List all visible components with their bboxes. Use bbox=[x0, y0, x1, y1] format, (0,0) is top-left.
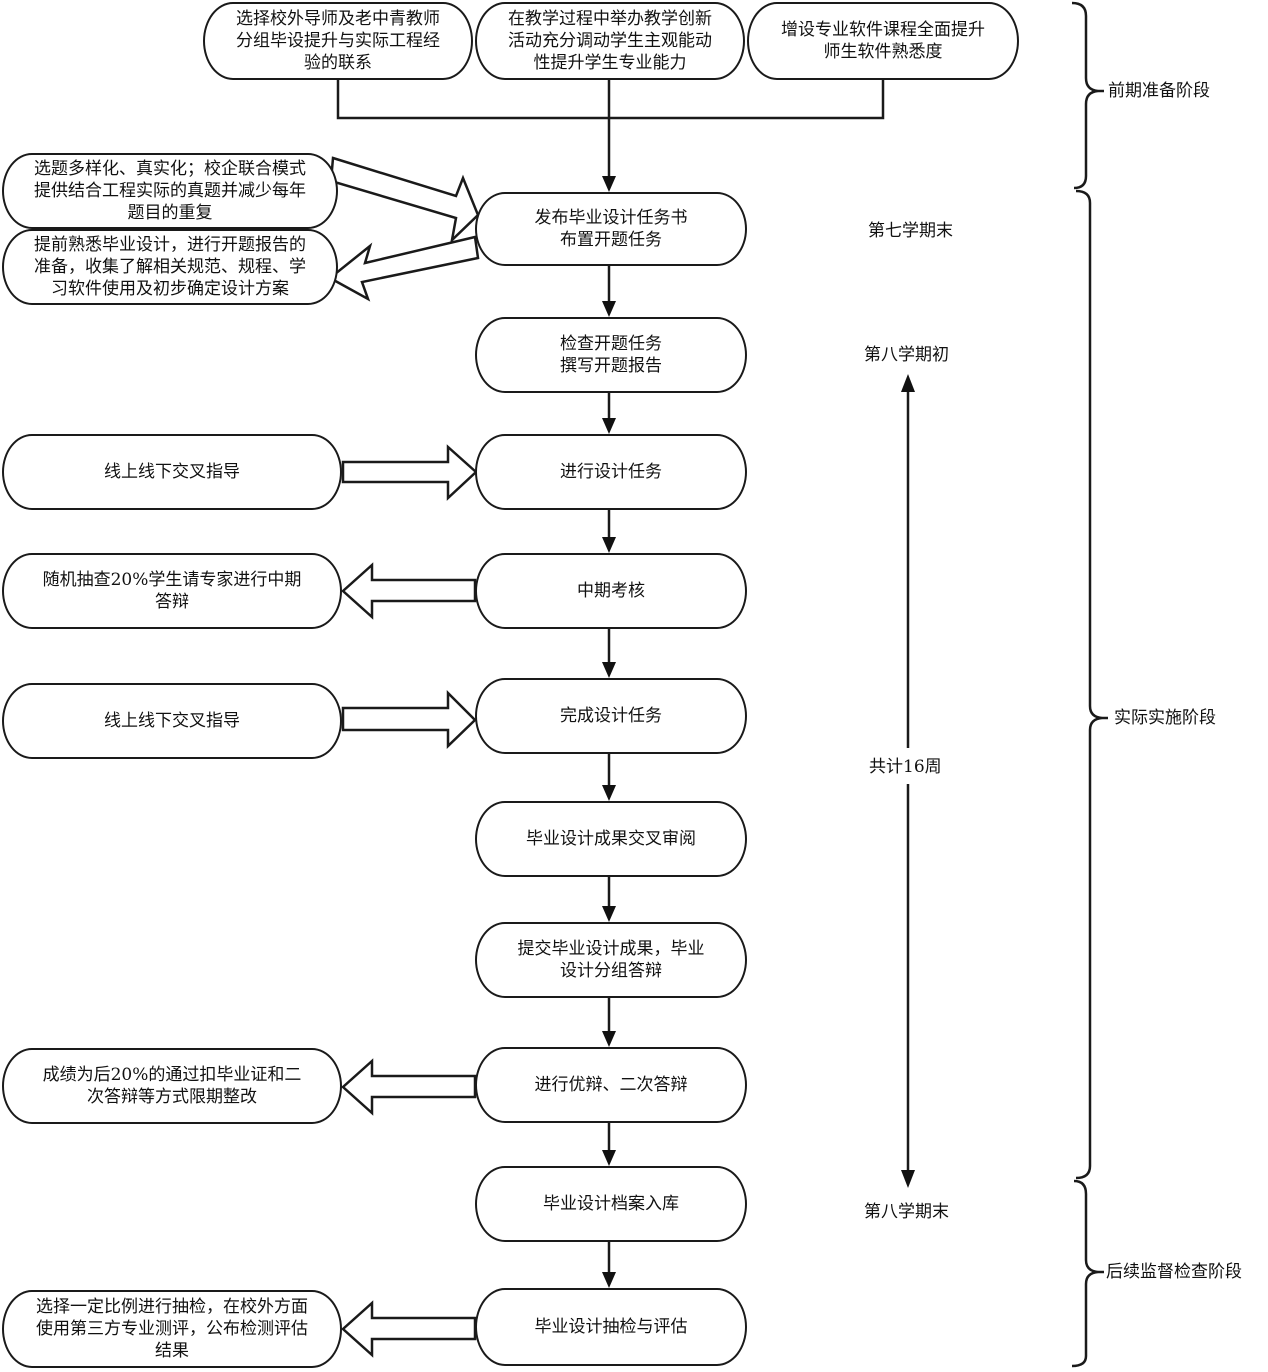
flow-arrow-head bbox=[602, 301, 616, 317]
step-text: 中期考核 bbox=[577, 581, 645, 601]
timeline-arrow bbox=[901, 374, 915, 1188]
step-text: 进行设计任务 bbox=[560, 462, 662, 482]
side-box-text: 线上线下交叉指导 bbox=[104, 462, 240, 482]
side-arrow-1 bbox=[329, 156, 480, 244]
side-arrow-5 bbox=[341, 689, 477, 749]
side-arrow-7 bbox=[341, 1300, 477, 1358]
side-arrows bbox=[327, 156, 480, 1358]
brace-implementation bbox=[1075, 189, 1103, 1180]
step-text: 检查开题任务 撰写开题报告 bbox=[560, 334, 662, 376]
side-box-rectification: 成绩为后20%的通过扣毕业证和二 次答辩等方式限期整改 bbox=[2, 1048, 342, 1124]
brace-followup bbox=[1071, 1179, 1099, 1368]
top-merge-connector bbox=[336, 78, 885, 120]
step-text: 发布毕业设计任务书 布置开题任务 bbox=[534, 208, 688, 250]
top-box-mentor-grouping: 选择校外导师及老中青教师 分组毕设提升与实际工程经 验的联系 bbox=[203, 2, 473, 80]
side-box-third-party-evaluation: 选择一定比例进行抽检，在校外方面 使用第三方专业测评，公布检测评估 结果 bbox=[2, 1290, 342, 1368]
step-text: 完成设计任务 bbox=[560, 706, 662, 726]
flow-arrow-head bbox=[602, 906, 616, 922]
phase-label-implementation: 实际实施阶段 bbox=[1114, 708, 1216, 728]
flow-arrow-head bbox=[602, 1031, 616, 1047]
phase-braces bbox=[1071, 1, 1108, 1368]
top-box-text: 增设专业软件课程全面提升 师生软件熟悉度 bbox=[781, 20, 985, 62]
side-box-text: 成绩为后20%的通过扣毕业证和二 次答辩等方式限期整改 bbox=[42, 1065, 302, 1107]
flow-arrow-head bbox=[602, 418, 616, 434]
side-box-text: 选择一定比例进行抽检，在校外方面 使用第三方专业测评，公布检测评估 结果 bbox=[36, 1297, 308, 1361]
main-flow-arrows bbox=[602, 266, 616, 1288]
step-text: 提交毕业设计成果，毕业 设计分组答辩 bbox=[517, 939, 705, 981]
flow-arrow-head bbox=[602, 537, 616, 553]
side-arrow-4 bbox=[341, 562, 477, 620]
timeline-duration-label: 共计16周 bbox=[869, 756, 942, 778]
top-box-teaching-innovation: 在教学过程中举办教学创新 活动充分调动学生主观能动 性提升学生专业能力 bbox=[475, 2, 745, 80]
flow-arrow-head bbox=[602, 662, 616, 678]
side-box-online-offline-guidance-1: 线上线下交叉指导 bbox=[2, 434, 342, 510]
top-box-text: 在教学过程中举办教学创新 活动充分调动学生主观能动 性提升学生专业能力 bbox=[508, 9, 712, 73]
step-midterm-review: 中期考核 bbox=[475, 553, 747, 629]
step-cross-review: 毕业设计成果交叉审阅 bbox=[475, 801, 747, 877]
step-text: 毕业设计成果交叉审阅 bbox=[526, 829, 696, 849]
top-to-step1-arrow bbox=[602, 118, 616, 192]
side-box-text: 提前熟悉毕业设计，进行开题报告的 准备，收集了解相关规范、规程、学 习软件使用及… bbox=[34, 235, 306, 299]
step-text: 毕业设计抽检与评估 bbox=[534, 1317, 688, 1337]
step-complete-design: 完成设计任务 bbox=[475, 678, 747, 754]
top-box-software-courses: 增设专业软件课程全面提升 师生软件熟悉度 bbox=[747, 2, 1019, 80]
step-design-task: 进行设计任务 bbox=[475, 434, 747, 510]
phase-label-followup: 后续监督检查阶段 bbox=[1106, 1262, 1242, 1282]
side-box-text: 线上线下交叉指导 bbox=[104, 711, 240, 731]
flow-arrow-head bbox=[602, 1272, 616, 1288]
side-box-online-offline-guidance-2: 线上线下交叉指导 bbox=[2, 683, 342, 759]
side-box-early-preparation: 提前熟悉毕业设计，进行开题报告的 准备，收集了解相关规范、规程、学 习软件使用及… bbox=[2, 229, 338, 305]
flow-arrow-head bbox=[602, 785, 616, 801]
side-arrow-6 bbox=[341, 1058, 477, 1116]
side-arrow-3 bbox=[341, 444, 478, 501]
step-sampling-evaluation: 毕业设计抽检与评估 bbox=[475, 1288, 747, 1366]
side-box-text: 随机抽查20%学生请专家进行中期 答辩 bbox=[42, 570, 302, 612]
step-archive: 毕业设计档案入库 bbox=[475, 1166, 747, 1242]
flow-arrow-head bbox=[602, 1150, 616, 1166]
top-box-text: 选择校外导师及老中青教师 分组毕设提升与实际工程经 验的联系 bbox=[236, 9, 440, 73]
timeline-end-label: 第八学期末 bbox=[864, 1201, 949, 1223]
side-box-random-midterm-check: 随机抽查20%学生请专家进行中期 答辩 bbox=[2, 553, 342, 629]
step-issue-task-book: 发布毕业设计任务书 布置开题任务 bbox=[475, 192, 747, 266]
side-box-text: 选题多样化、真实化；校企联合模式 提供结合工程实际的真题并减少每年 题目的重复 bbox=[34, 159, 306, 223]
brace-preparation bbox=[1071, 1, 1099, 190]
phase-label-preparation: 前期准备阶段 bbox=[1108, 81, 1210, 101]
step-second-defense: 进行优辩、二次答辩 bbox=[475, 1047, 747, 1123]
step-check-proposal: 检查开题任务 撰写开题报告 bbox=[475, 317, 747, 393]
timeline-mid-start-label: 第八学期初 bbox=[864, 344, 949, 366]
step-submit-defense: 提交毕业设计成果，毕业 设计分组答辩 bbox=[475, 922, 747, 998]
timeline-start-label: 第七学期末 bbox=[868, 220, 953, 242]
side-box-topic-diversification: 选题多样化、真实化；校企联合模式 提供结合工程实际的真题并减少每年 题目的重复 bbox=[2, 153, 338, 229]
step-text: 毕业设计档案入库 bbox=[543, 1194, 679, 1214]
side-arrow-2 bbox=[327, 235, 480, 302]
step-text: 进行优辩、二次答辩 bbox=[534, 1075, 688, 1095]
